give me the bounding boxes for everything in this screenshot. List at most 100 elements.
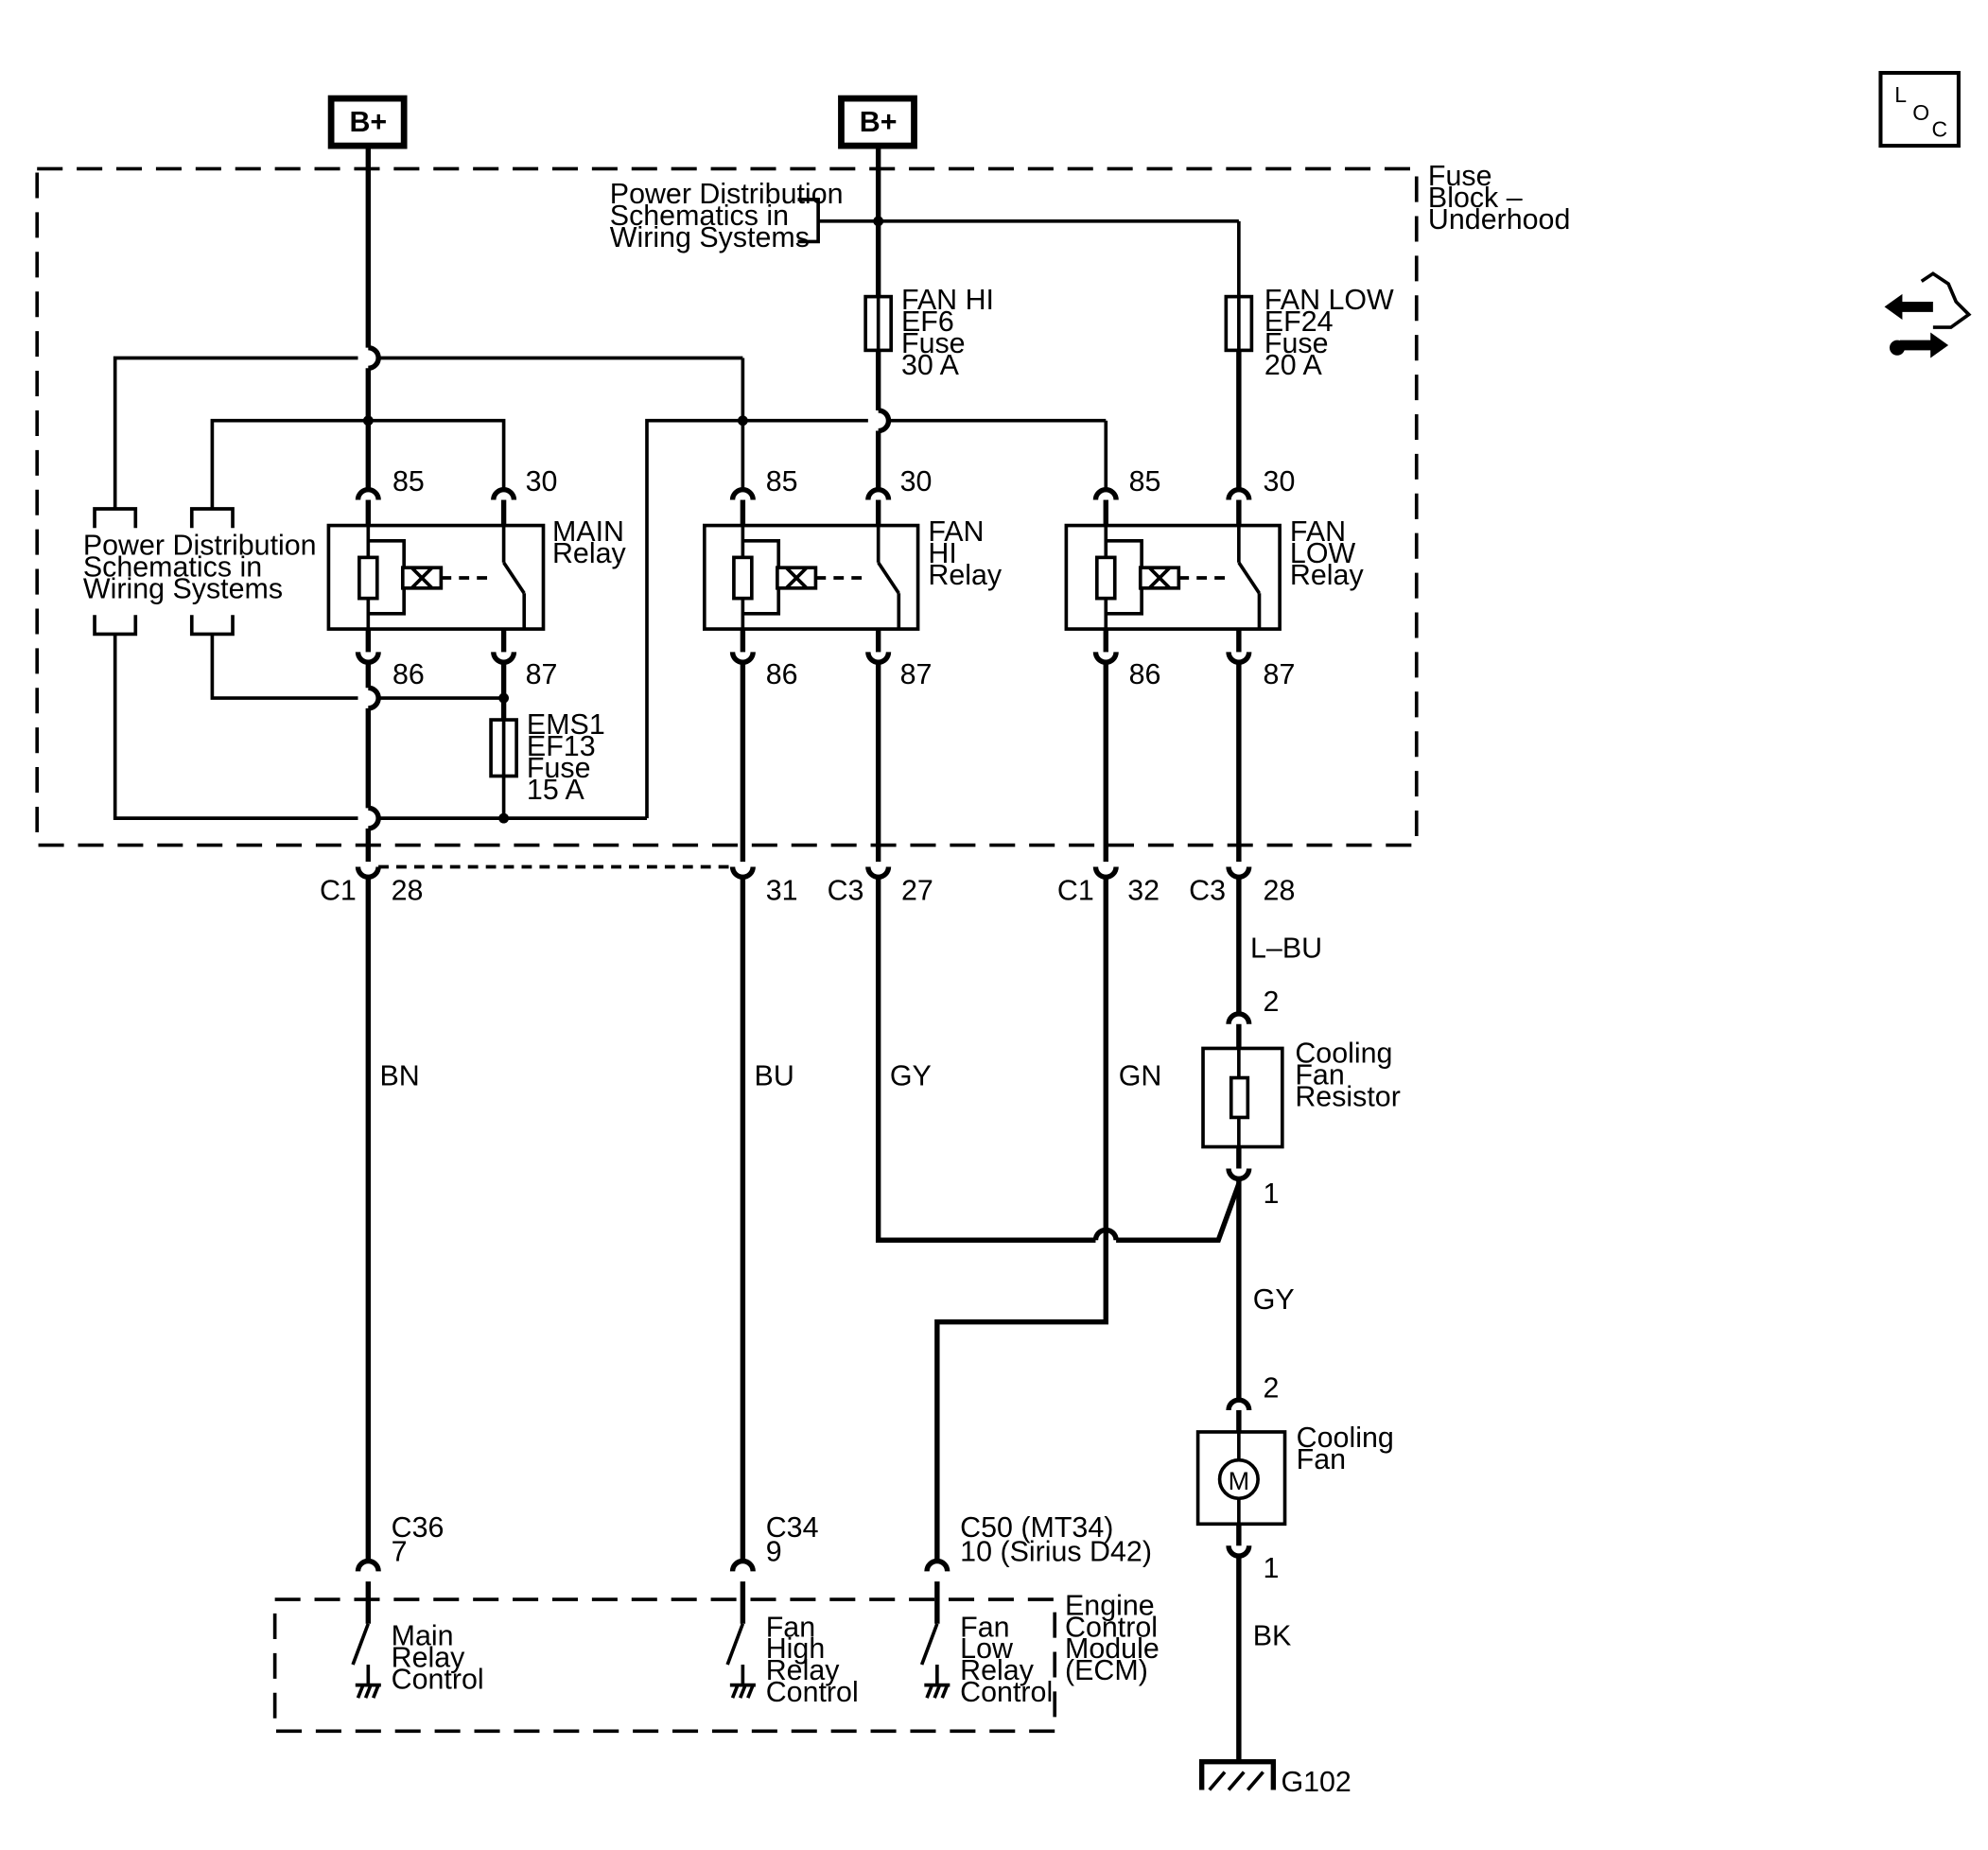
wire-lbu: L–BU (1236, 877, 1322, 1014)
svg-text:Wiring Systems: Wiring Systems (83, 573, 283, 605)
svg-text:1: 1 (1264, 1178, 1280, 1210)
svg-text:High: High (766, 1632, 826, 1665)
svg-text:C50 (MT34): C50 (MT34) (960, 1511, 1113, 1544)
bplus-source-left: B+ (327, 95, 408, 149)
wire-fan-hi-fuse-out (875, 350, 892, 490)
svg-text:86: 86 (392, 658, 425, 690)
wire-bn: BN (365, 877, 420, 1562)
svg-text:Power Distribution: Power Distribution (83, 530, 317, 562)
svg-text:28: 28 (1264, 875, 1296, 907)
svg-text:Fuse: Fuse (1428, 160, 1492, 192)
svg-text:87: 87 (526, 658, 558, 690)
svg-text:Relay: Relay (960, 1654, 1035, 1686)
svg-text:C: C (1932, 117, 1948, 142)
svg-text:30: 30 (900, 465, 933, 497)
svg-text:9: 9 (766, 1536, 782, 1568)
wire-gy-right: GY (1236, 1178, 1295, 1401)
svg-text:7: 7 (392, 1536, 408, 1568)
power-distribution-ref-top: Power Distribution Schematics in Wiring … (610, 178, 879, 253)
svg-text:Schematics in: Schematics in (83, 551, 262, 584)
svg-text:BK: BK (1253, 1620, 1292, 1652)
svg-text:GY: GY (890, 1060, 932, 1092)
svg-text:30 A: 30 A (901, 349, 960, 381)
svg-text:Underhood: Underhood (1428, 203, 1570, 236)
svg-text:GY: GY (1253, 1283, 1295, 1316)
ecm-boundary (272, 1597, 1057, 1734)
svg-text:87: 87 (900, 658, 933, 690)
wire-bplus-left-feed (365, 146, 381, 490)
svg-text:Fan: Fan (960, 1611, 1009, 1643)
wire-bu: BU (740, 877, 794, 1562)
cooling-fan-resistor: 2 1 Cooling Fan Resistor (1201, 986, 1401, 1210)
wire-relay-coil-bus (645, 415, 1108, 819)
svg-text:EF13: EF13 (527, 730, 596, 762)
svg-text:EF24: EF24 (1264, 305, 1334, 338)
svg-text:FAN HI: FAN HI (901, 284, 994, 316)
svg-text:32: 32 (1127, 875, 1160, 907)
svg-text:BN: BN (379, 1060, 419, 1092)
svg-text:EF6: EF6 (901, 305, 954, 338)
svg-text:28: 28 (392, 875, 424, 907)
svg-text:Fan: Fan (1297, 1443, 1346, 1475)
svg-text:(ECM): (ECM) (1065, 1654, 1148, 1686)
svg-text:Relay: Relay (928, 559, 1003, 591)
svg-text:Resistor: Resistor (1295, 1080, 1401, 1112)
connector-c3-28: C3 28 (1189, 866, 1296, 907)
svg-text:Fan: Fan (1295, 1058, 1344, 1091)
svg-text:M: M (1229, 1467, 1250, 1495)
svg-text:Relay: Relay (766, 1654, 841, 1686)
wire-main-30-bus (210, 415, 506, 510)
svg-text:2: 2 (1264, 986, 1280, 1018)
svg-text:MAIN: MAIN (552, 515, 624, 548)
navigation-arrows-icon[interactable] (1884, 271, 1972, 358)
connector-c1-28: C1 28 (320, 866, 424, 907)
svg-text:Control: Control (960, 1676, 1053, 1708)
svg-text:FAN: FAN (928, 515, 984, 548)
svg-text:2: 2 (1264, 1371, 1280, 1404)
ems1-fuse: EMS1 EF13 Fuse 15 A (489, 708, 605, 819)
svg-text:BU: BU (755, 1060, 794, 1092)
svg-text:Power Distribution: Power Distribution (610, 178, 844, 210)
svg-text:85: 85 (766, 465, 798, 497)
ecm-connector-c36: C36 7 (355, 1511, 444, 1572)
svg-text:87: 87 (1264, 658, 1296, 690)
fan-high-relay-control-switch: Fan High Relay Control (725, 1581, 859, 1708)
fuse-block-boundary (35, 166, 1419, 847)
svg-text:86: 86 (766, 658, 798, 690)
svg-text:Fuse: Fuse (527, 752, 591, 784)
ground-g102: G102 (1198, 1759, 1351, 1798)
fan-hi-relay: 85 30 86 87 FAN HI Relay (703, 465, 1003, 690)
svg-text:Control: Control (1065, 1611, 1158, 1643)
svg-text:Fuse: Fuse (901, 327, 966, 359)
svg-text:G102: G102 (1281, 1766, 1351, 1798)
svg-text:Relay: Relay (392, 1642, 466, 1674)
wire-gn: GN (934, 877, 1162, 1562)
wire-gy-left: GY (875, 877, 1242, 1243)
loc-icon[interactable]: L O C (1878, 71, 1961, 148)
svg-text:O: O (1912, 100, 1929, 125)
svg-text:Cooling: Cooling (1297, 1422, 1394, 1454)
svg-text:Schematics in: Schematics in (610, 200, 789, 232)
svg-text:15 A: 15 A (527, 774, 585, 806)
svg-text:HI: HI (928, 537, 956, 569)
svg-text:Control: Control (392, 1664, 484, 1696)
bplus-label: B+ (860, 106, 898, 138)
svg-text:C3: C3 (1189, 875, 1226, 907)
fan-low-relay: 85 30 86 87 FAN LOW Relay (1064, 465, 1365, 690)
ecm-connector-c50: C50 (MT34) 10 (Sirius D42) (924, 1511, 1152, 1572)
svg-text:Control: Control (766, 1676, 859, 1708)
svg-text:30: 30 (1264, 465, 1296, 497)
svg-text:Cooling: Cooling (1295, 1037, 1392, 1069)
svg-text:C34: C34 (766, 1511, 819, 1544)
svg-text:20 A: 20 A (1264, 349, 1323, 381)
wire-ref-to-87-bus (210, 634, 510, 721)
fan-low-relay-control-switch: Fan Low Relay Control (919, 1581, 1053, 1708)
cooling-fan-motor: 2 M 1 Cooling Fan (1195, 1371, 1394, 1584)
bplus-label: B+ (349, 106, 387, 138)
svg-text:Relay: Relay (1290, 559, 1365, 591)
svg-text:Main: Main (392, 1620, 454, 1652)
svg-text:Low: Low (960, 1632, 1014, 1665)
main-relay-control-switch: Main Relay Control (351, 1581, 484, 1699)
svg-text:GN: GN (1119, 1060, 1162, 1092)
